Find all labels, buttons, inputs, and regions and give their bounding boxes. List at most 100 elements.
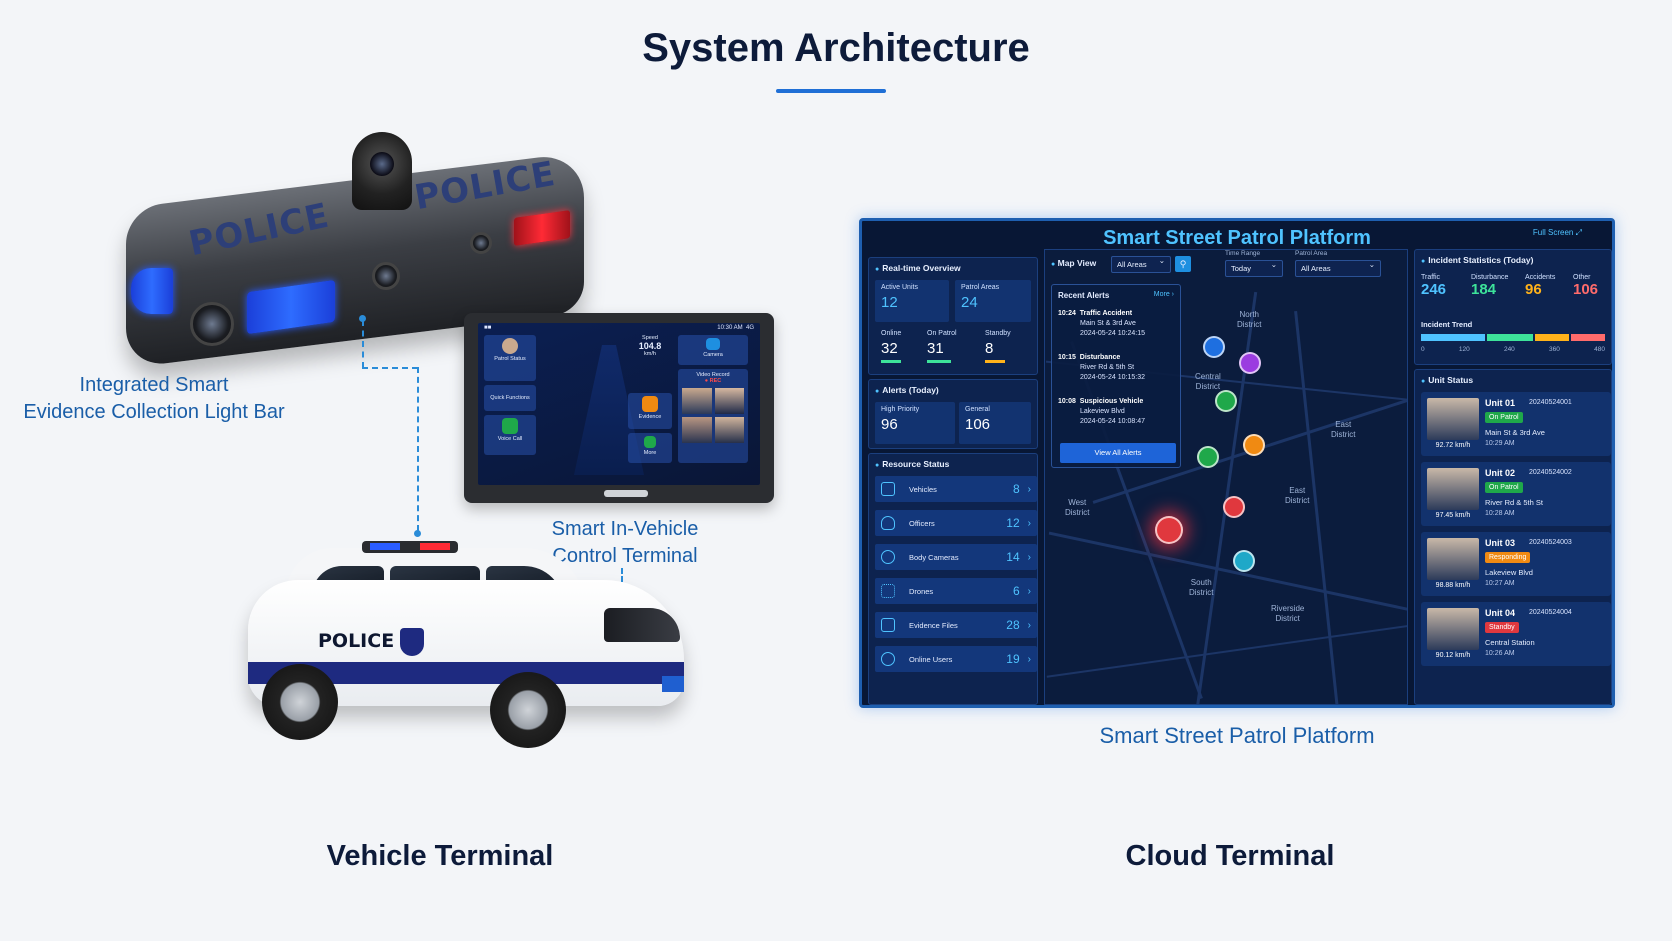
car-wheel [262, 664, 338, 740]
incident-accidents-value: 96 [1525, 281, 1542, 298]
unit-card[interactable]: 92.72 km/h Unit 01 20240524001 On Patrol… [1421, 392, 1611, 456]
incident-traffic-value: 246 [1421, 281, 1447, 298]
active-units-stat: Active Units 12 [875, 280, 949, 322]
patrol-area-label: Patrol Area [1295, 250, 1328, 257]
video-record-label: Video Record [696, 372, 730, 378]
video-feed[interactable] [682, 388, 712, 414]
resource-row-vehicles[interactable]: Vehicles 8 › [875, 476, 1037, 502]
quick-functions-tile[interactable]: Quick Functions [484, 385, 536, 411]
evidence-icon [642, 396, 658, 412]
map-view-panel[interactable]: ● Map View All Areas ⚲ Time Range Today … [1044, 249, 1408, 705]
drone-pin-icon[interactable] [1233, 550, 1255, 572]
general-value: 106 [965, 416, 991, 433]
full-screen-label: Full Screen [1532, 228, 1574, 237]
unit-name: Unit 02 [1485, 468, 1516, 478]
building-pin-icon[interactable] [1223, 496, 1245, 518]
resource-row-evidence-files[interactable]: Evidence Files 28 › [875, 612, 1037, 638]
camera-tile[interactable]: Camera [678, 335, 748, 365]
location-pin-icon[interactable] [1215, 390, 1237, 412]
user-icon [881, 652, 895, 666]
car-blue-light-icon [370, 543, 400, 550]
video-feed[interactable] [714, 388, 744, 414]
alert-item[interactable]: 10:24 Traffic Accident Main St & 3rd Ave… [1058, 309, 1176, 339]
on-patrol-bar [927, 360, 951, 363]
resource-row-drones[interactable]: Drones 6 › [875, 578, 1037, 604]
phone-icon [502, 418, 518, 434]
realtime-overview-heading: Real-time Overview [869, 258, 1037, 278]
search-icon[interactable]: ⚲ [1175, 256, 1191, 272]
map-view-heading: ● Map View [1051, 258, 1097, 268]
alert-item[interactable]: 10:08 Suspicious Vehicle Lakeview Blvd 2… [1058, 397, 1176, 427]
incident-traffic: Traffic 246 [1421, 274, 1467, 298]
expand-icon: ⤢ [1575, 228, 1582, 237]
evidence-tile[interactable]: Evidence [628, 393, 672, 429]
side-camera-icon [372, 262, 400, 290]
resource-row-officers[interactable]: Officers 12 › [875, 510, 1037, 536]
resource-row-online-users[interactable]: Online Users 19 › [875, 646, 1037, 672]
alert-time: 10:24 [1058, 310, 1076, 317]
smart-street-patrol-platform: Smart Street Patrol Platform Full Screen… [859, 218, 1615, 708]
speed-display: Speed 104.8 km/h [628, 335, 672, 369]
alert-pin-icon[interactable] [1155, 516, 1183, 544]
patrol-areas-label: Patrol Areas [961, 284, 1000, 291]
district-name: North [1239, 310, 1259, 319]
unit-name: Unit 01 [1485, 398, 1516, 408]
car-stripe [248, 662, 684, 684]
connector-line [417, 367, 419, 531]
unit-card[interactable]: 90.12 km/h Unit 04 20240524004 Standby C… [1421, 602, 1611, 666]
resource-label: Body Cameras [909, 552, 959, 562]
high-priority-stat: High Priority 96 [875, 402, 955, 444]
resource-value: 14 [1006, 550, 1020, 564]
officer-pin-icon[interactable] [1239, 352, 1261, 374]
alert-location: Lakeview Blvd [1080, 408, 1125, 415]
officer-photo [1427, 608, 1479, 650]
district-south: South District [1189, 578, 1213, 598]
patrol-area-select[interactable]: All Areas [1295, 260, 1381, 277]
unit-card[interactable]: 98.88 km/h Unit 03 20240524003 Respondin… [1421, 532, 1611, 596]
trend-tick: 120 [1458, 346, 1470, 353]
unit-card[interactable]: 97.45 km/h Unit 02 20240524002 On Patrol… [1421, 462, 1611, 526]
more-tile[interactable]: More [628, 433, 672, 463]
vehicle-pin-icon[interactable] [1197, 446, 1219, 468]
patrol-status-tile[interactable]: Patrol Status [484, 335, 536, 381]
unit-time: 10:29 AM [1485, 440, 1515, 447]
resource-row-body-cameras[interactable]: Body Cameras 14 › [875, 544, 1037, 570]
in-vehicle-caption-line1: Smart In-Vehicle [551, 518, 699, 540]
active-units-value: 12 [881, 294, 898, 311]
video-feed[interactable] [714, 417, 744, 443]
unit-location: Main St & 3rd Ave [1485, 428, 1545, 437]
view-all-alerts-button[interactable]: View All Alerts [1060, 443, 1176, 463]
more-label: More [643, 450, 657, 456]
on-patrol-value: 31 [927, 340, 944, 357]
resource-label: Online Users [909, 654, 953, 664]
time-range-select[interactable]: Today [1225, 260, 1283, 277]
on-patrol-label: On Patrol [927, 330, 957, 337]
district-east-upper: East District [1331, 420, 1355, 440]
tablet-home-bar[interactable] [604, 490, 648, 497]
resource-value: 6 [1012, 584, 1020, 598]
unit-location: River Rd & 5th St [1485, 498, 1543, 507]
district-central: Central District [1195, 372, 1221, 392]
voice-call-tile[interactable]: Voice Call [484, 415, 536, 455]
video-feed[interactable] [682, 417, 712, 443]
car-pin-icon[interactable] [1243, 434, 1265, 456]
more-link[interactable]: More › [1153, 291, 1174, 298]
unit-status-heading: Unit Status [1415, 370, 1611, 390]
alert-location: River Rd & 5th St [1080, 364, 1135, 371]
alert-item[interactable]: 10:15 Disturbance River Rd & 5th St 2024… [1058, 353, 1176, 383]
district-suffix: District [1237, 320, 1262, 329]
full-screen-button[interactable]: Full Screen ⤢ [1533, 228, 1582, 238]
officer-avatar-icon [502, 338, 518, 354]
vehicle-pin-icon[interactable] [1203, 336, 1225, 358]
unit-name: Unit 04 [1485, 608, 1516, 618]
map-area-select[interactable]: All Areas [1111, 256, 1171, 273]
connector-line [362, 320, 364, 368]
general-label: General [965, 406, 990, 413]
trend-segment-other [1571, 334, 1605, 341]
connector-dot [414, 530, 421, 537]
light-bar-caption-line2: Evidence Collection Light Bar [23, 401, 285, 423]
car-red-light-icon [420, 543, 450, 550]
camera-label: Camera [703, 352, 723, 358]
video-record-tile[interactable]: Video Record ● REC [678, 369, 748, 463]
district-name: South [1190, 578, 1212, 587]
